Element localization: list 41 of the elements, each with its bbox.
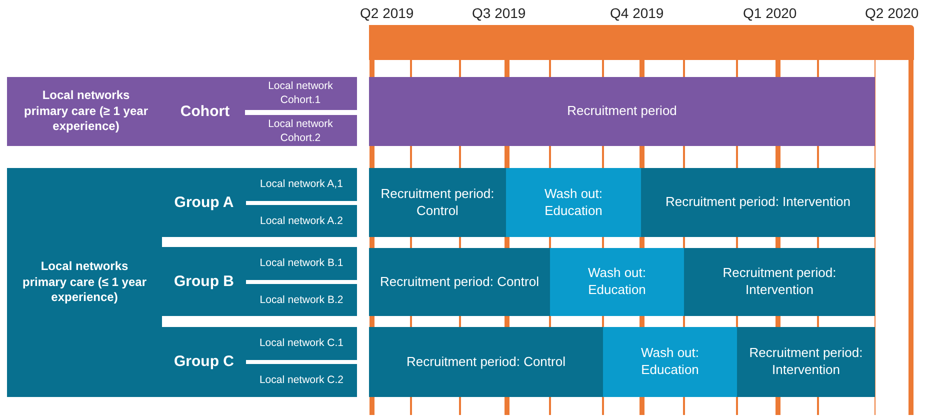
network-label: Local network A,1 bbox=[259, 176, 344, 192]
period-bar bbox=[684, 248, 875, 316]
network-label: Local network Cohort.1 bbox=[267, 78, 334, 108]
period-label: Recruitment period: Control bbox=[379, 272, 540, 291]
quarter-label: Q3 2019 bbox=[472, 5, 526, 21]
network-label: Local network C.1 bbox=[258, 336, 345, 351]
group-label: Group A bbox=[173, 192, 235, 213]
network-label: Local network B.2 bbox=[258, 292, 344, 308]
group-label: Group B bbox=[173, 272, 235, 292]
period-label: Recruitment period: Intervention bbox=[722, 264, 838, 299]
quarter-label: Q2 2019 bbox=[360, 5, 414, 21]
quarter-label: Q4 2019 bbox=[610, 5, 664, 21]
period-label: Recruitment period: Control bbox=[380, 184, 496, 220]
period-bar bbox=[369, 248, 550, 316]
period-label: Wash out: Education bbox=[543, 184, 604, 220]
category-box bbox=[7, 168, 357, 397]
category-heading: Local networks primary care (≤ 1 year experience) bbox=[22, 258, 148, 306]
quarter-label: Q1 2020 bbox=[743, 5, 797, 21]
period-label: Recruitment period: Control bbox=[406, 352, 566, 371]
period-label: Wash out: Education bbox=[640, 344, 700, 379]
network-label: Local network Cohort.2 bbox=[267, 116, 334, 146]
group-label: Group C bbox=[173, 352, 235, 372]
quarter-label: Q2 2020 bbox=[865, 5, 919, 21]
period-bar bbox=[369, 77, 875, 146]
period-bar bbox=[737, 327, 875, 397]
period-label: Recruitment period: Intervention bbox=[664, 193, 852, 212]
category-heading: Local networks primary care (≥ 1 year experience) bbox=[23, 87, 149, 136]
washout-bar bbox=[550, 248, 684, 316]
period-bar bbox=[641, 168, 875, 237]
period-bar bbox=[369, 327, 603, 397]
period-label: Wash out: Education bbox=[586, 264, 648, 299]
cohort-label: Cohort bbox=[179, 102, 231, 122]
network-label: Local network C.2 bbox=[258, 372, 345, 388]
period-bar bbox=[369, 168, 506, 237]
period-label: Recruitment period: Intervention bbox=[748, 344, 864, 379]
network-label: Local network A.2 bbox=[259, 214, 344, 229]
washout-bar bbox=[506, 168, 641, 237]
category-box bbox=[7, 77, 357, 146]
period-label: Recruitment period bbox=[566, 102, 678, 120]
network-label: Local network B.1 bbox=[258, 256, 344, 271]
washout-bar bbox=[603, 327, 737, 397]
